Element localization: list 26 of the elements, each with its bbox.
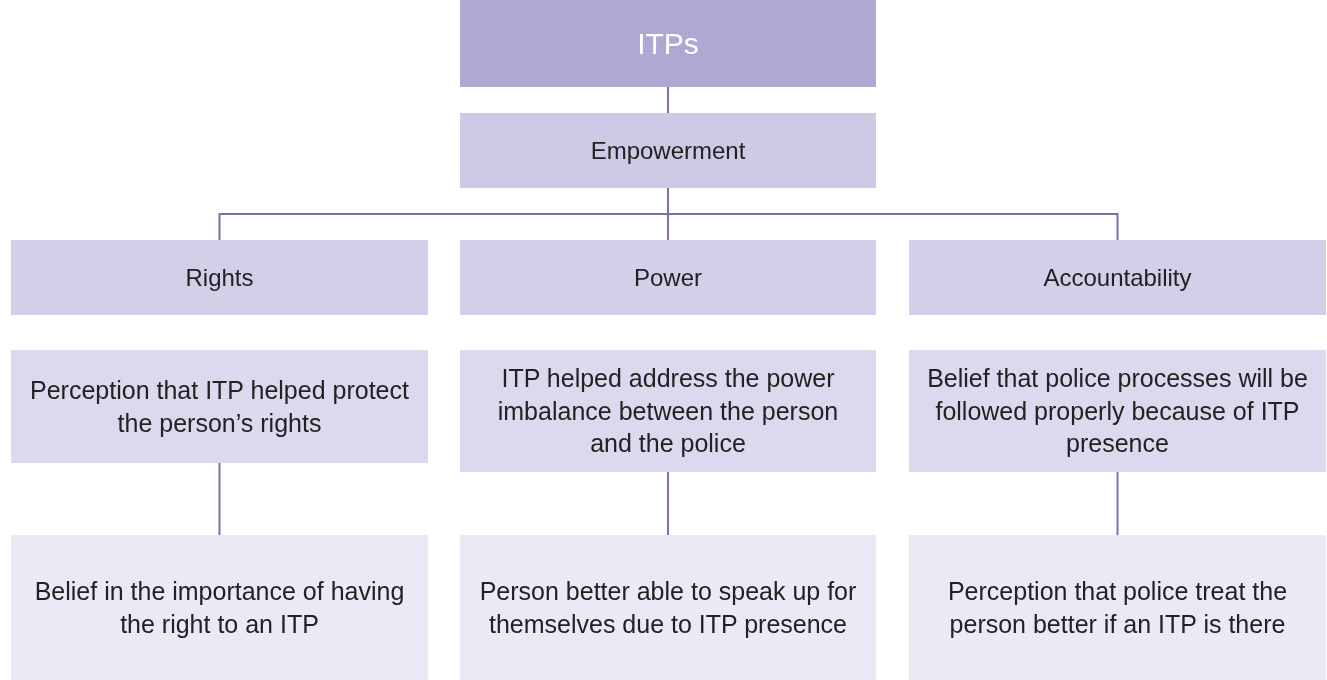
connector-line <box>667 471 669 536</box>
connector-line <box>667 86 669 114</box>
finding-box <box>11 535 428 680</box>
box-label: Perception that police treat the person better if an ITP is there <box>946 576 1289 640</box>
finding-box <box>460 350 876 472</box>
connector-line <box>218 462 221 536</box>
box-label: Perception that ITP helped protect the person’s rights <box>29 375 410 439</box>
box-label: Empowerment <box>590 135 746 166</box>
box-label: ITP helped address the power imbalance between the person and the police <box>496 363 840 460</box>
box-label: Rights <box>185 262 254 293</box>
finding-box <box>909 535 1326 680</box>
box-label: Belief in the importance of having the right to an ITP <box>33 576 406 640</box>
box-label: Person better able to speak up for themselves due to ITP presence <box>478 576 858 640</box>
box-label: Accountability <box>1043 262 1192 293</box>
box-label: Belief that police processes will be followed properly because of ITP presence <box>926 363 1309 460</box>
finding-box <box>909 350 1326 472</box>
category-box <box>460 113 876 188</box>
connector-line <box>1116 471 1119 536</box>
box-label: ITPs <box>637 26 699 62</box>
category-box <box>909 240 1326 315</box>
category-box <box>460 240 876 315</box>
box-label: Power <box>634 262 702 293</box>
finding-box <box>11 350 428 463</box>
title-box <box>460 0 876 87</box>
finding-box <box>460 535 876 680</box>
category-box <box>11 240 428 315</box>
